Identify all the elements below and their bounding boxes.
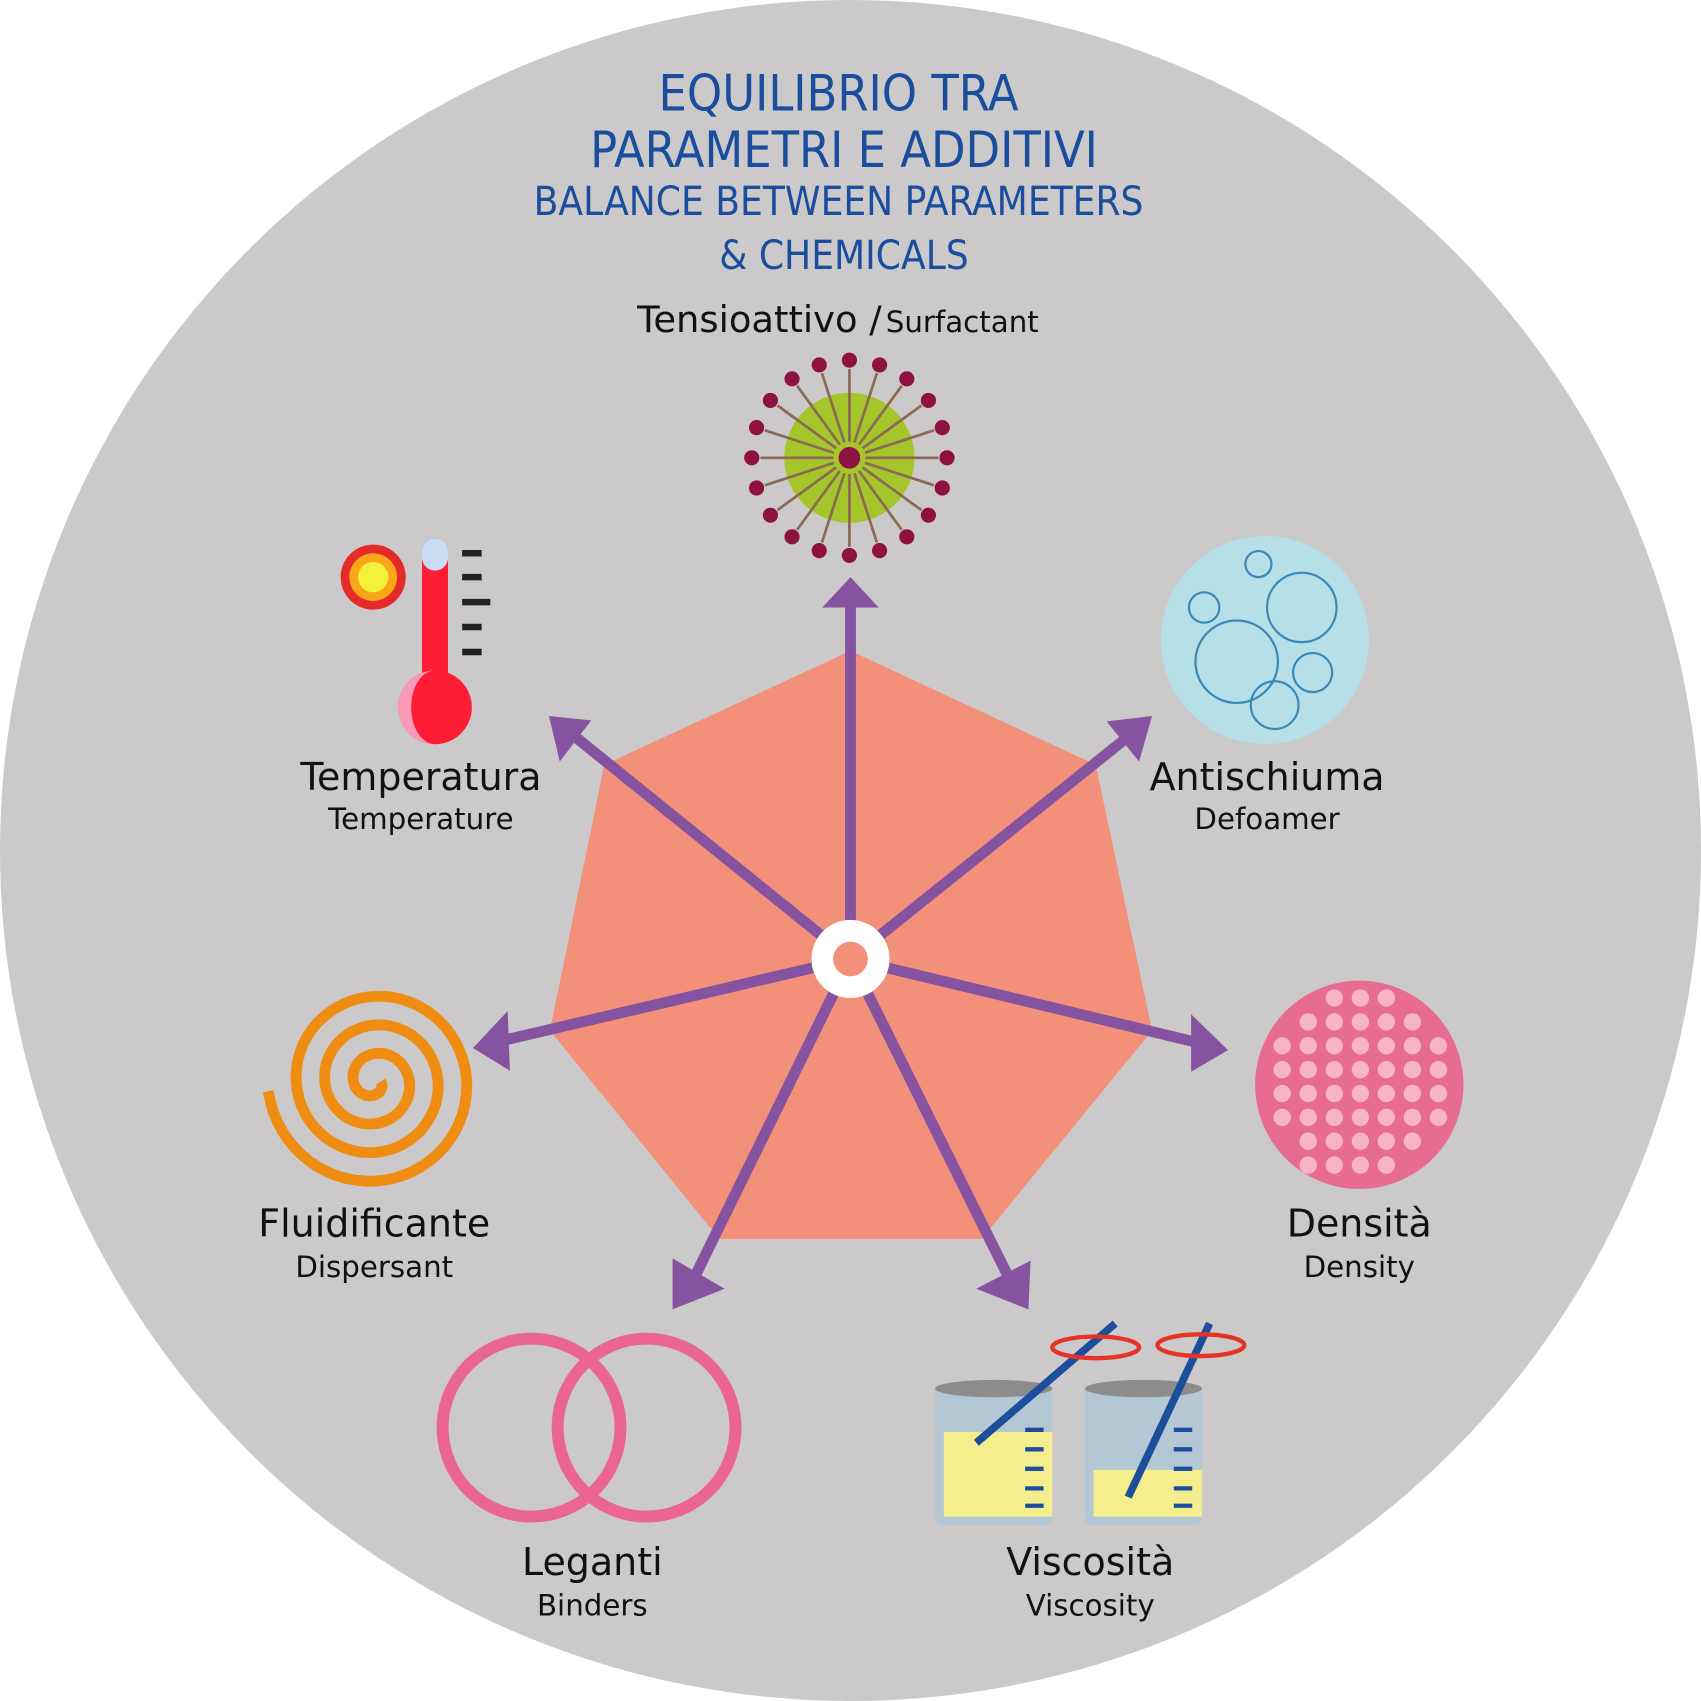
arrow-dispersant	[472, 953, 852, 1071]
node-surfactant: Tensioattivo / Surfactant	[636, 298, 1039, 341]
node-viscosity: Viscosità Viscosity	[1006, 1540, 1174, 1622]
title-line-1: EQUILIBRIO TRA	[659, 65, 1019, 123]
arrow-binders	[672, 956, 856, 1310]
label-it: Viscosità	[1006, 1540, 1174, 1584]
arrows	[472, 577, 1229, 1310]
label-en: Binders	[537, 1588, 648, 1622]
label-it: Leganti	[522, 1540, 663, 1584]
bubbles-icon	[1160, 535, 1370, 745]
node-density: Densità Density	[1287, 1202, 1432, 1284]
surfactant-micelle-icon	[744, 352, 955, 564]
label-en: Defoamer	[1194, 802, 1340, 836]
thermometer-sun-icon	[340, 538, 491, 745]
label-it: Fluidificante	[258, 1202, 490, 1246]
pink-spheres-icon	[1255, 980, 1464, 1189]
node-binders: Leganti Binders	[522, 1540, 663, 1622]
arrow-temperature	[548, 715, 854, 964]
label-en: Density	[1304, 1250, 1415, 1284]
label-it: Tensioattivo /	[636, 298, 882, 341]
arrow-surfactant	[822, 577, 879, 959]
arrow-defoamer	[847, 715, 1153, 964]
node-temperature: Temperatura Temperature	[299, 755, 541, 836]
label-it: Antischiuma	[1150, 755, 1385, 799]
title-line-3: BALANCE BETWEEN PARAMETERS	[534, 179, 1144, 225]
label-en: Surfactant	[886, 305, 1039, 339]
interlocked-rings-icon	[436, 1332, 742, 1523]
beakers-stirring-icon	[935, 1320, 1247, 1526]
title-line-2: PARAMETRI E ADDITIVI	[590, 121, 1098, 179]
label-it: Temperatura	[299, 755, 541, 799]
label-en: Viscosity	[1026, 1588, 1155, 1622]
arrow-viscosity	[845, 956, 1031, 1310]
node-dispersant: Fluidificante Dispersant	[258, 1202, 490, 1284]
title-line-4: & CHEMICALS	[719, 233, 969, 279]
label-it: Densità	[1287, 1202, 1432, 1246]
title-block: EQUILIBRIO TRA PARAMETRI E ADDITIVI BALA…	[534, 65, 1144, 279]
spiral-icon	[263, 990, 473, 1187]
node-defoamer: Antischiuma Defoamer	[1150, 755, 1385, 836]
label-en: Temperature	[327, 802, 513, 836]
label-en: Dispersant	[295, 1250, 453, 1284]
arrow-density	[849, 953, 1229, 1072]
